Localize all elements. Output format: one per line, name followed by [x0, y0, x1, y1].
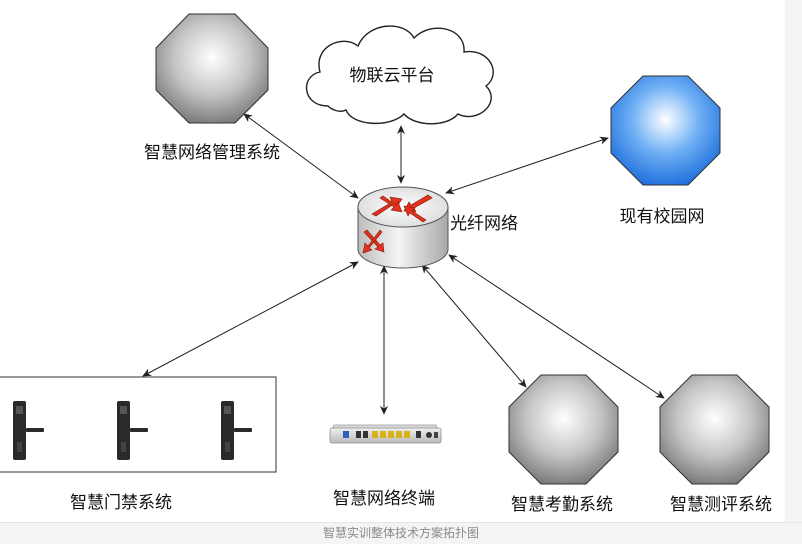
assessment-node: 智慧测评系统 [659, 374, 772, 515]
cloud-icon [305, 25, 494, 125]
attendance-octagon [508, 374, 619, 485]
network-terminal-node: 智慧网络终端 [329, 424, 442, 509]
cloud-label: 物联云平台 [350, 66, 435, 86]
access-control-node: 智慧门禁系统 [0, 376, 277, 513]
network-terminal-icon [329, 424, 442, 444]
edge-assessment [448, 254, 665, 399]
network-mgmt-node: 智慧网络管理系统 [144, 13, 280, 163]
figure-caption: 智慧实训整体技术方案拓扑图 [322, 526, 479, 540]
attendance-label: 智慧考勤系统 [511, 495, 613, 515]
network-mgmt-octagon [155, 13, 269, 124]
edge-access-control [142, 261, 359, 377]
edge-campus-net [445, 136, 609, 195]
page-margin-strip [785, 0, 802, 522]
edge-attendance [421, 264, 527, 388]
edge-network-mgmt [243, 113, 359, 199]
network-terminal-label: 智慧网络终端 [333, 489, 435, 509]
network-mgmt-label: 智慧网络管理系统 [144, 143, 280, 163]
access-control-label: 智慧门禁系统 [70, 493, 172, 513]
campus-net-octagon [610, 75, 721, 186]
attendance-node: 智慧考勤系统 [508, 374, 619, 515]
campus-net-label: 现有校园网 [620, 207, 705, 227]
campus-net-node: 现有校园网 [610, 75, 721, 227]
hub-label: 光纤网络 [450, 214, 518, 234]
cloud-node: 物联云平台 [305, 25, 494, 125]
edges [142, 113, 665, 415]
hub-node: 光纤网络 [357, 186, 518, 269]
door-lock-icon [221, 401, 252, 460]
caption-bar: 智慧实训整体技术方案拓扑图 [0, 522, 802, 544]
access-control-frame [0, 376, 277, 473]
assessment-label: 智慧测评系统 [670, 495, 772, 515]
assessment-octagon [659, 374, 770, 485]
door-lock-icon [117, 401, 148, 460]
router-icon [357, 186, 449, 269]
door-lock-icon [13, 401, 44, 460]
topology-diagram: 智慧网络管理系统 物联云平台 现有校园网 [0, 13, 772, 515]
